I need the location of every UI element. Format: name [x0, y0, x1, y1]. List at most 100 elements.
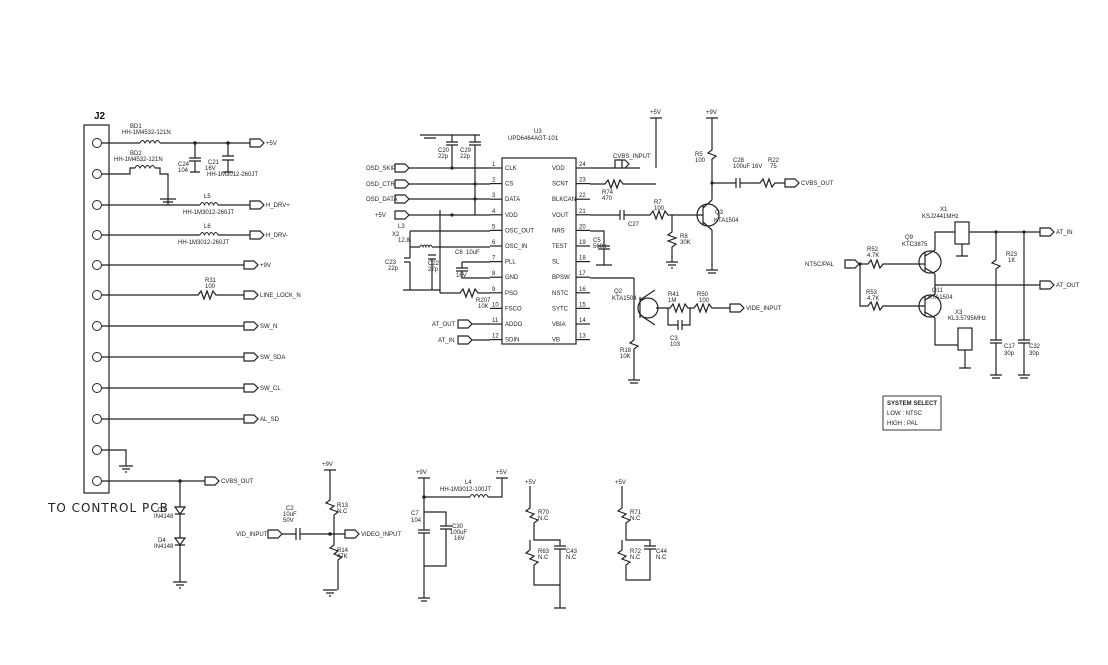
component-label: OSD_CTR — [366, 182, 395, 188]
component-label: OSD_DATA — [366, 197, 397, 203]
component-label: 100uF 16V — [733, 164, 762, 170]
component-label: 10K — [478, 304, 489, 310]
component-label: KL3.5795MHz — [948, 316, 986, 322]
component-label: C22 — [428, 261, 440, 267]
component-label: H_DRV+ — [266, 203, 290, 209]
component-label: HIGH : PAL — [887, 421, 919, 427]
component-label: 1M — [668, 298, 676, 304]
component-label: 47K — [337, 554, 348, 560]
component-label: VIDE_INPUT — [746, 306, 782, 312]
component-label: AT_OUT — [432, 322, 456, 328]
component-label: 103 — [670, 342, 681, 348]
component-label: C24 — [178, 162, 190, 168]
component-label: AL_SD — [260, 417, 280, 423]
system-select-box — [882, 395, 942, 431]
component-label: 470 — [602, 196, 613, 202]
u3-pin-number: 3 — [492, 193, 496, 199]
component-label: SW_CL — [260, 386, 281, 392]
u3-pin-number: 17 — [579, 271, 586, 277]
u3-pin-number: 8 — [492, 271, 496, 277]
component-label: D4 — [158, 538, 166, 544]
component-label: +5V — [375, 213, 386, 219]
u3-pin-name: VOUT — [552, 213, 569, 219]
component-label: R7 — [654, 200, 662, 206]
component-label: 30p — [1004, 351, 1015, 357]
component-label: HH-1M3012-260JT — [183, 210, 234, 216]
component-label: IN4148 — [154, 544, 174, 550]
bottom-circuits: VID_INPUT C2 10uF 50V VIDEO_INPUT +9V R1… — [236, 462, 668, 609]
u3-pin-number: 15 — [579, 302, 586, 308]
component-label: 100 — [699, 298, 710, 304]
component-label: 100uF — [450, 530, 467, 536]
j2-title: J2 — [94, 111, 106, 122]
component-label: R14 — [337, 548, 349, 554]
component-label: C30 — [452, 524, 464, 530]
component-label: R72 — [630, 549, 642, 555]
u3-pin-name: PLL — [505, 260, 516, 266]
component-label: 100 — [695, 158, 706, 164]
u3-pin-name: SDIN — [505, 338, 519, 344]
component-label: 22p — [460, 154, 471, 160]
component-label: N.C — [656, 555, 667, 561]
component-label: +5V — [650, 110, 661, 116]
system-select-title: SYSTEM SELECT — [887, 401, 937, 407]
u3-pin-number: 21 — [579, 209, 586, 215]
j2-body — [83, 124, 110, 494]
u3-pin-number: 5 — [492, 224, 496, 230]
u3-pin-name: DATA — [505, 197, 520, 203]
u3-pin-number: 2 — [492, 178, 496, 184]
u3-pin-number: 18 — [579, 256, 586, 262]
component-label: R13 — [337, 503, 349, 509]
component-label: C29 — [460, 148, 472, 154]
component-label: 10K — [620, 354, 631, 360]
component-label: C27 — [628, 222, 640, 228]
component-label: 22p — [438, 154, 449, 160]
component-label: 104 — [411, 518, 422, 524]
component-label: IN4148 — [154, 514, 174, 520]
u3-pin-number: 13 — [579, 334, 586, 340]
component-label: H_DRV- — [266, 233, 288, 239]
component-label: R70 — [538, 510, 550, 516]
component-label: +9V — [416, 470, 427, 476]
component-label: UPD6464AGT-101 — [508, 136, 559, 142]
component-label: KTC3875 — [902, 242, 928, 248]
component-label: AT_OUT — [1056, 283, 1080, 289]
component-label: 560p — [593, 244, 607, 250]
component-label: R5 — [695, 152, 703, 158]
component-label: 30p — [1029, 351, 1040, 357]
connector-j2: J2 TO CONTROL PCB BD1 HH-1M4532-121N BD2… — [47, 111, 301, 589]
component-label: R207 — [476, 298, 491, 304]
u3-pin-number: 10 — [492, 302, 499, 308]
component-label: HH-1M4532-121N — [122, 130, 171, 136]
component-label: C21 — [208, 160, 220, 166]
u3-pin-number: 14 — [579, 318, 586, 324]
u3-pin-number: 11 — [492, 318, 499, 324]
u3-pin-name: SL — [552, 260, 560, 266]
u3-pin-number: 9 — [492, 287, 496, 293]
component-label: KTA1504 — [714, 218, 739, 224]
u3-pin-name: PSO — [505, 291, 518, 297]
u3-pin-name: VB — [552, 338, 560, 344]
component-label: C44 — [656, 549, 668, 555]
u3-pin-name: VBIA — [552, 322, 566, 328]
component-label: +9V — [260, 263, 271, 269]
component-label: C6 — [455, 250, 463, 256]
component-label: Q11 — [932, 288, 944, 294]
component-label: R71 — [630, 510, 642, 516]
component-label: C20 — [438, 148, 450, 154]
u3-pin-number: 1 — [492, 162, 496, 168]
component-label: C3 — [670, 336, 678, 342]
component-label: LOW : NTSC — [887, 411, 923, 417]
component-label: R8 — [680, 234, 688, 240]
component-label: U3 — [534, 129, 542, 135]
u3-pin-name: BPSW — [552, 275, 570, 281]
component-label: CVBS_INPUT — [613, 154, 651, 160]
u3-pin-number: 4 — [492, 209, 496, 215]
u3-pin-number: 22 — [579, 193, 586, 199]
component-label: 4.7K — [867, 296, 879, 302]
component-label: AT_IN — [1056, 230, 1073, 236]
component-label: LINE_LOCK_N — [260, 293, 301, 299]
component-label: R50 — [697, 292, 709, 298]
u3-pin-number: 20 — [579, 224, 586, 230]
